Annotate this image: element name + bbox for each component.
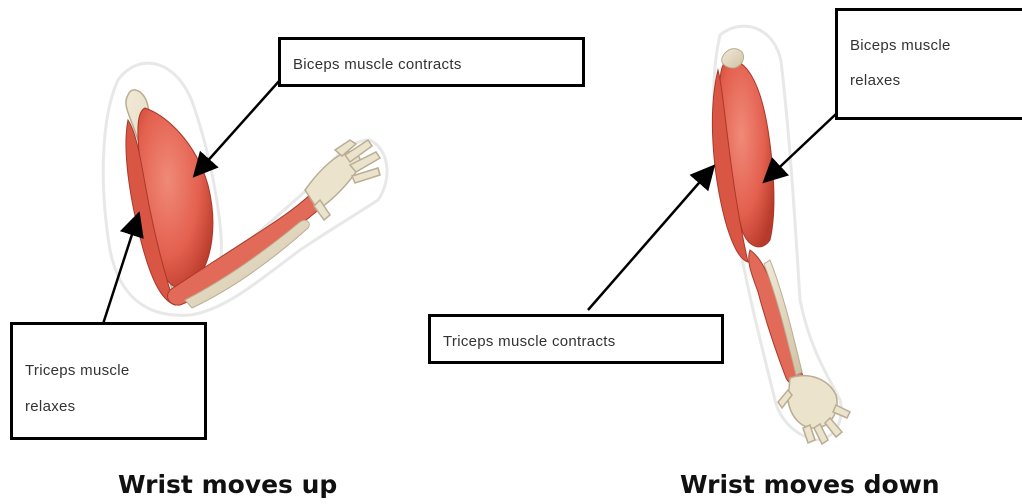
label-triceps-relaxes-line2: relaxes — [25, 389, 204, 425]
label-biceps-contracts-text: Biceps muscle contracts — [293, 57, 582, 72]
label-triceps-contracts: Triceps muscle contracts — [428, 314, 724, 364]
arrow-biceps-right — [766, 114, 836, 180]
left-arm-illustration — [103, 63, 387, 315]
right-arm-illustration — [712, 26, 850, 444]
label-biceps-relaxes: Biceps muscle relaxes — [835, 8, 1022, 120]
label-biceps-contracts: Biceps muscle contracts — [278, 37, 585, 87]
caption-wrist-down: Wrist moves down — [680, 470, 940, 499]
label-triceps-contracts-text: Triceps muscle contracts — [443, 334, 721, 349]
caption-wrist-up: Wrist moves up — [118, 470, 337, 499]
right-humerus-head — [722, 49, 744, 68]
left-hand-bones — [305, 140, 380, 220]
label-biceps-relaxes-line1: Biceps muscle — [850, 29, 1022, 64]
label-biceps-relaxes-line2: relaxes — [850, 64, 1022, 99]
label-triceps-relaxes-line1: Triceps muscle — [25, 353, 204, 389]
right-hand-bones — [778, 376, 850, 444]
arrow-triceps-right — [588, 168, 712, 310]
label-triceps-relaxes: Triceps muscle relaxes — [10, 322, 207, 440]
arrow-biceps-left — [196, 80, 280, 174]
